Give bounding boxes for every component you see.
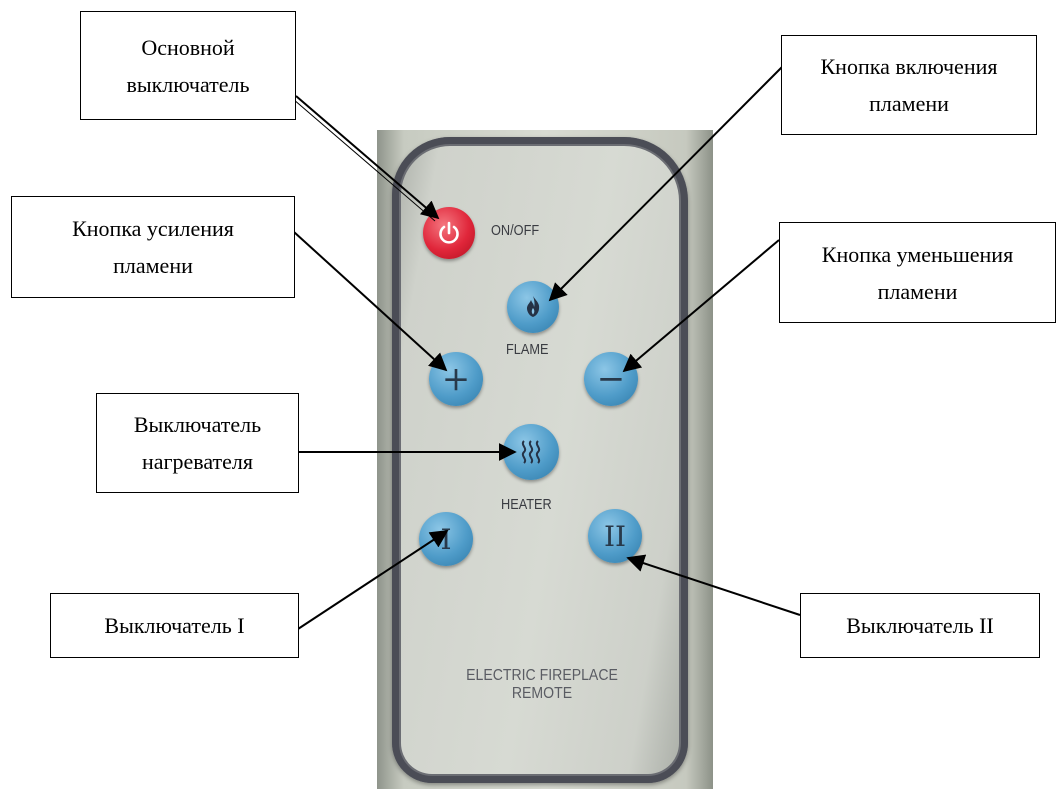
leader-main-switch [295, 95, 440, 220]
callout-flame-down: Кнопка уменьшения пламени [779, 222, 1056, 323]
switch-2-symbol: II [603, 519, 627, 553]
callout-switch-2-text: Выключатель II [846, 613, 994, 638]
remote-footer-label: ELECTRIC FIREPLACE REMOTE [432, 667, 652, 703]
leader-flame-up [293, 231, 448, 372]
callout-switch-1: Выключатель I [50, 593, 299, 658]
onoff-label: ON/OFF [491, 222, 540, 239]
callout-flame-up: Кнопка усиления пламени [11, 196, 295, 298]
footer-line-2: REMOTE [511, 685, 573, 702]
leader-switch-2 [626, 554, 801, 616]
leader-switch-1 [297, 530, 449, 630]
minus-symbol: − [596, 359, 626, 399]
leader-main-switch-2 [292, 98, 436, 222]
callout-switch-1-text: Выключатель I [104, 613, 245, 638]
callout-heater-switch: Выключатель нагревателя [96, 393, 299, 493]
callout-main-switch: Основной выключатель [80, 11, 296, 120]
callout-switch-2: Выключатель II [800, 593, 1040, 658]
heater-label: HEATER [501, 496, 552, 513]
callout-flame-on: Кнопка включения пламени [781, 35, 1037, 135]
flame-icon [526, 296, 540, 317]
leader-flame-down [622, 239, 780, 373]
leader-flame-on [548, 66, 783, 302]
switch-2-button[interactable]: II [588, 509, 642, 563]
callout-heater-switch-text: Выключатель нагревателя [133, 412, 262, 474]
callout-main-switch-text: Основной выключатель [126, 34, 250, 97]
callout-flame-down-text: Кнопка уменьшения пламени [821, 241, 1014, 304]
footer-line-1: ELECTRIC FIREPLACE [466, 667, 618, 684]
power-icon [439, 221, 459, 244]
flame-label: FLAME [506, 341, 549, 358]
heat-waves-icon [521, 440, 541, 464]
callout-flame-on-text: Кнопка включения пламени [820, 54, 998, 116]
callout-flame-up-text: Кнопка усиления пламени [72, 216, 234, 278]
